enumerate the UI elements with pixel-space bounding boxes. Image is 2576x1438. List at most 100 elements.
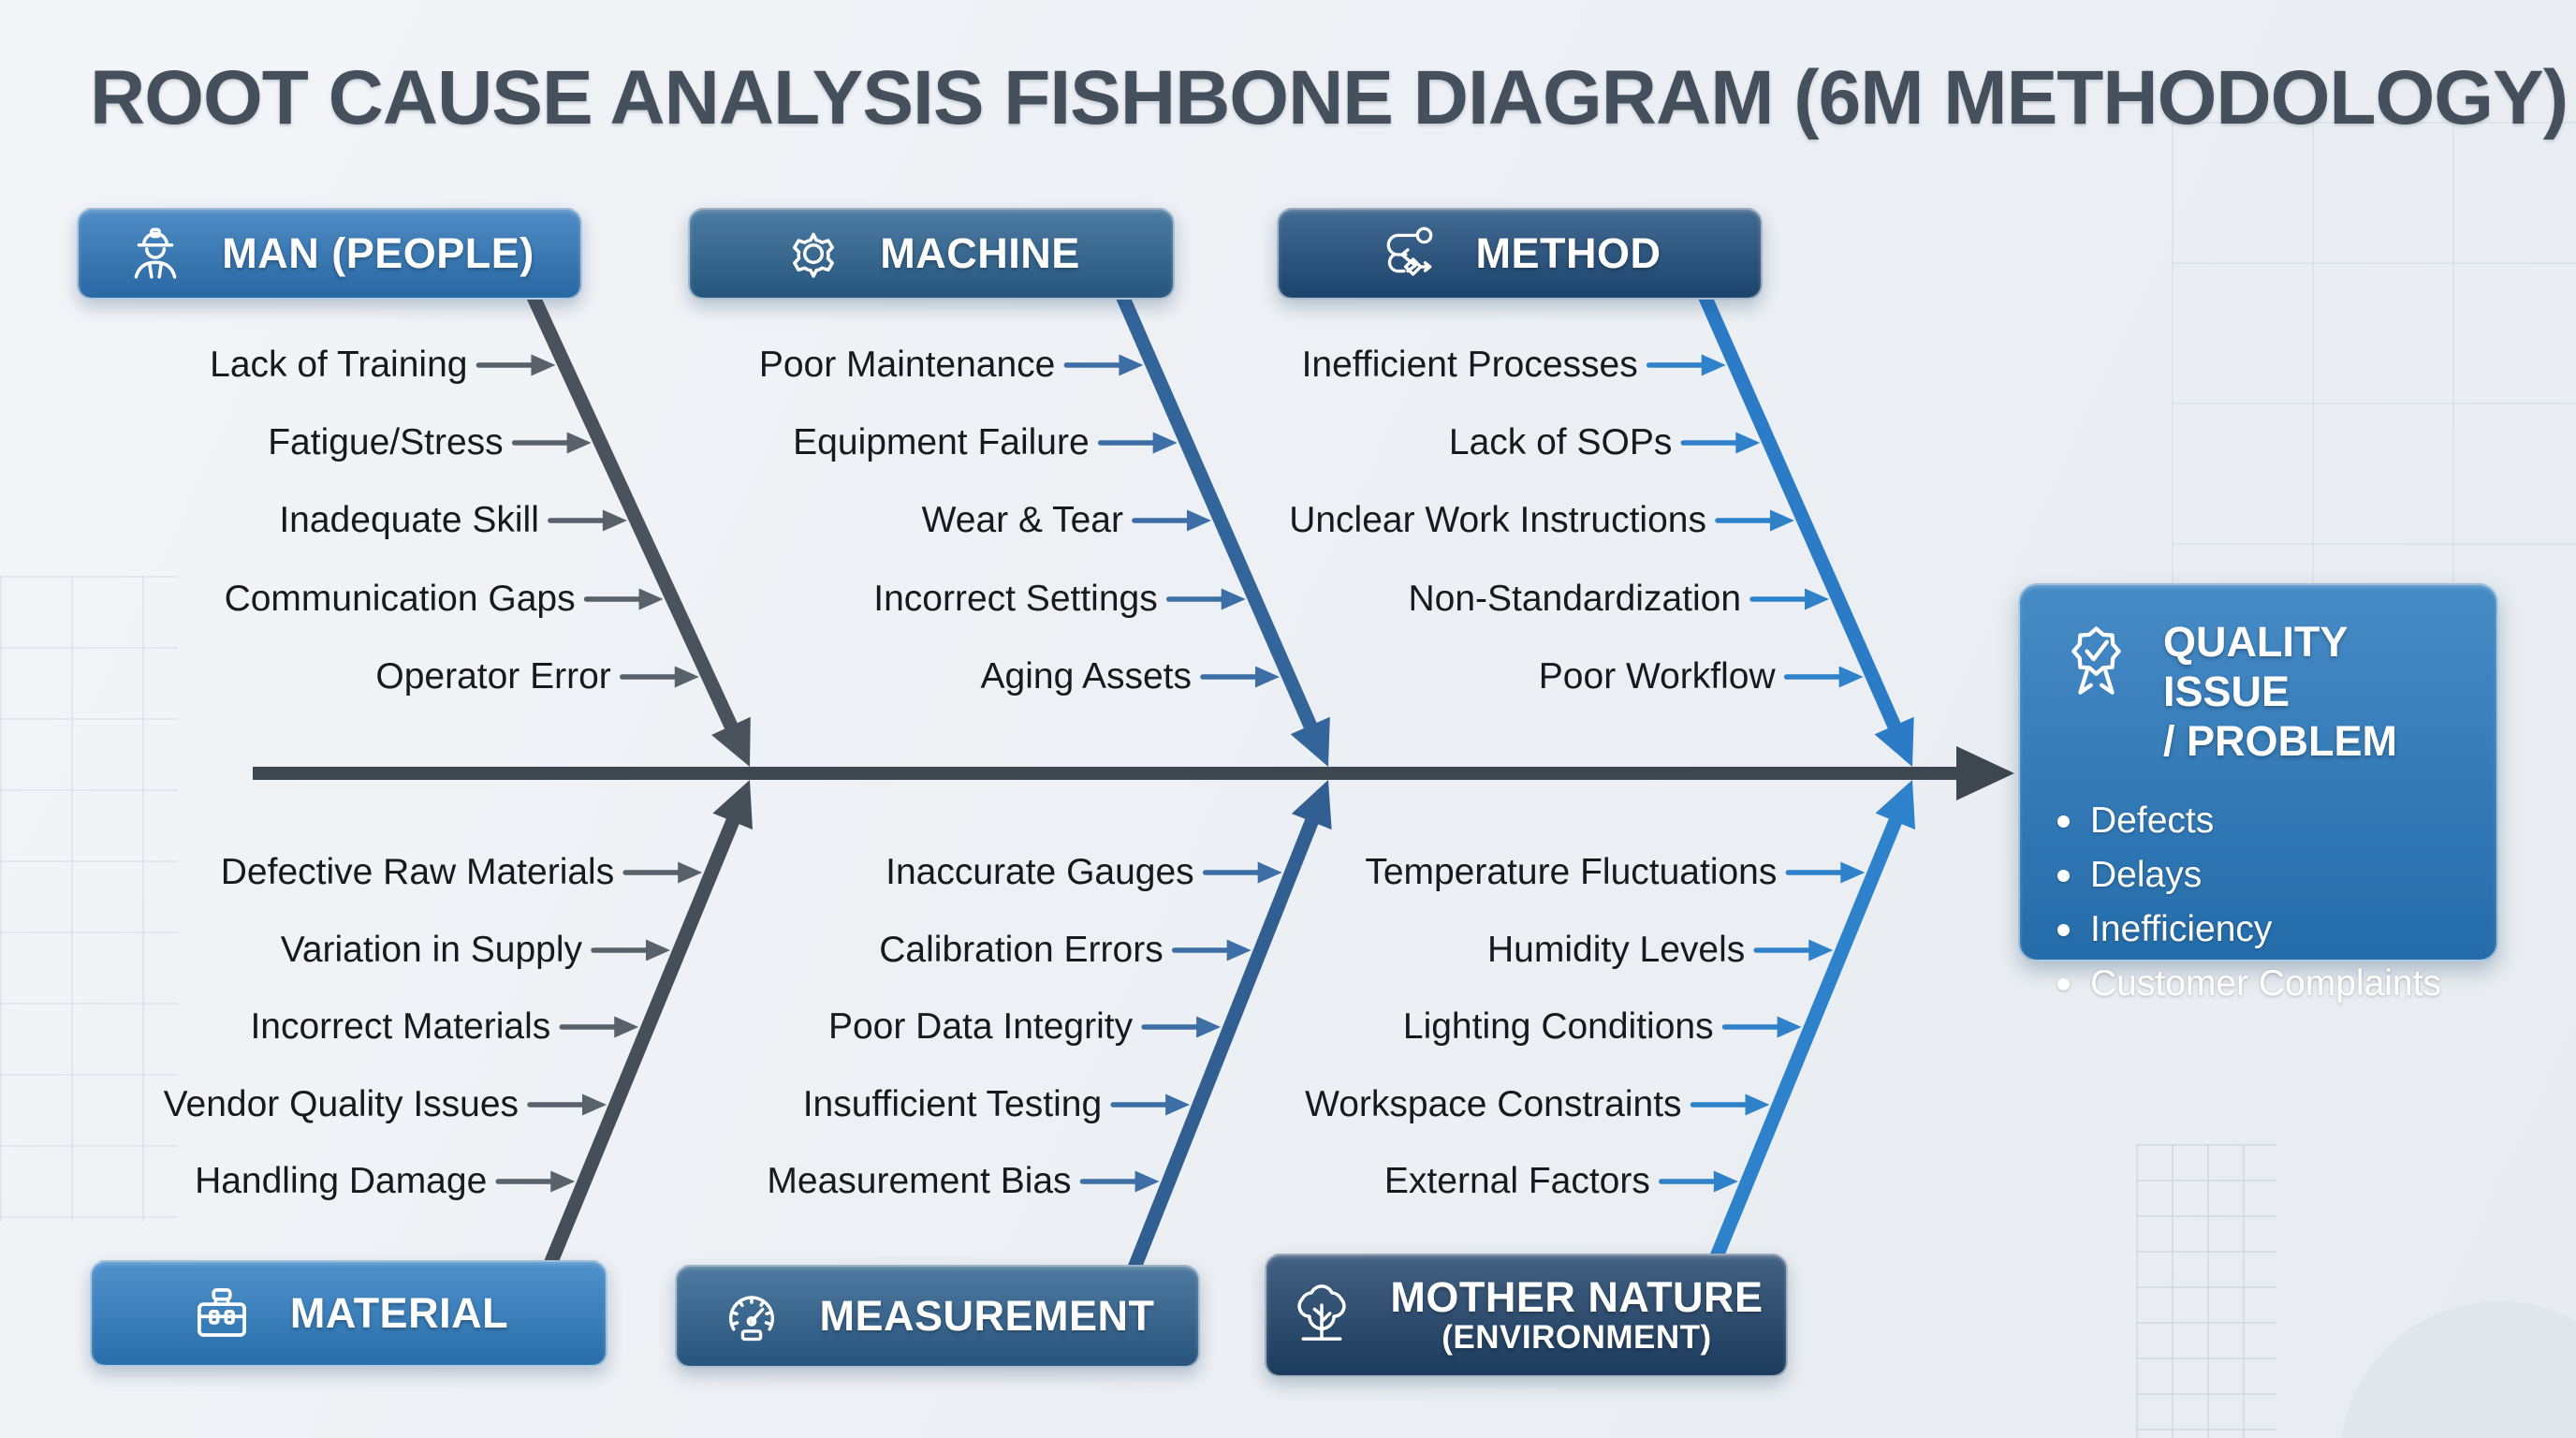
problem-item: Inefficiency bbox=[2057, 902, 2468, 957]
page-title: ROOT CAUSE ANALYSIS FISHBONE DIAGRAM (6M… bbox=[90, 55, 2569, 140]
category-header-machine: MACHINE bbox=[688, 208, 1175, 300]
bone-machine bbox=[1108, 273, 1321, 740]
bone-arrowhead-material bbox=[712, 780, 753, 830]
gear-icon bbox=[793, 232, 835, 278]
category-label: MAN (PEOPLE) bbox=[222, 229, 534, 277]
cause-machine-3: Wear & Tear bbox=[921, 500, 1123, 540]
bone-measurement bbox=[1127, 807, 1322, 1275]
worker-icon bbox=[134, 227, 177, 279]
cause-arrowhead-icon bbox=[1745, 1093, 1770, 1116]
bone-man bbox=[519, 273, 741, 741]
cause-arrowhead-icon bbox=[1805, 588, 1830, 610]
problem-item: Delays bbox=[2057, 848, 2468, 902]
cause-arrowhead-icon bbox=[638, 588, 664, 610]
cause-arrowhead-icon bbox=[1838, 666, 1864, 688]
cause-measurement-4: Insufficient Testing bbox=[802, 1084, 1103, 1124]
bone-arrowhead-method bbox=[1874, 716, 1914, 767]
category-header-measurement: MEASUREMENT bbox=[675, 1265, 1200, 1368]
spine-arrowhead bbox=[1956, 746, 2014, 800]
cause-arrowhead-icon bbox=[1221, 588, 1246, 610]
cause-arrowhead-icon bbox=[1840, 861, 1866, 884]
cause-measurement-2: Calibration Errors bbox=[879, 930, 1164, 970]
cause-measurement-5: Measurement Bias bbox=[767, 1161, 1072, 1201]
cause-arrowhead-icon bbox=[614, 1016, 639, 1038]
bullet-dot-icon bbox=[2057, 869, 2070, 882]
bullet-dot-icon bbox=[2057, 814, 2070, 828]
cause-man-3: Inadequate Skill bbox=[279, 500, 539, 540]
bone-arrowhead-machine bbox=[1290, 716, 1330, 767]
cause-arrowhead-icon bbox=[1713, 1170, 1738, 1193]
problem-item: Defects bbox=[2057, 794, 2468, 848]
cause-arrowhead-icon bbox=[1257, 861, 1282, 884]
cause-arrowhead-icon bbox=[1152, 432, 1178, 454]
cause-man-2: Fatigue/Stress bbox=[268, 422, 504, 462]
cause-measurement-3: Poor Data Integrity bbox=[827, 1006, 1134, 1047]
cause-arrowhead-icon bbox=[1735, 432, 1761, 454]
cause-measurement-1: Inaccurate Gauges bbox=[886, 852, 1194, 892]
category-label: MEASUREMENT bbox=[819, 1292, 1155, 1340]
category-header-mother-nature: MOTHER NATURE (ENVIRONMENT) bbox=[1265, 1254, 1788, 1377]
cause-method-2: Lack of SOPs bbox=[1448, 422, 1673, 462]
cause-arrowhead-icon bbox=[1255, 666, 1281, 688]
cause-material-5: Handling Damage bbox=[195, 1161, 488, 1201]
category-label: MACHINE bbox=[880, 229, 1080, 277]
category-label: METHOD bbox=[1475, 229, 1661, 277]
cause-man-4: Communication Gaps bbox=[224, 579, 576, 619]
cause-arrowhead-icon bbox=[1186, 509, 1211, 532]
cause-method-4: Non-Standardization bbox=[1408, 579, 1742, 619]
cause-material-1: Defective Raw Materials bbox=[220, 852, 615, 892]
cause-arrowhead-icon bbox=[566, 432, 592, 454]
cause-machine-1: Poor Maintenance bbox=[758, 345, 1056, 385]
cause-method-1: Inefficient Processes bbox=[1301, 345, 1638, 385]
cause-arrowhead-icon bbox=[1226, 939, 1251, 961]
category-header-man: MAN (PEOPLE) bbox=[77, 208, 582, 300]
cause-arrowhead-icon bbox=[531, 354, 556, 376]
bullet-dot-icon bbox=[2057, 923, 2070, 936]
cause-method-3: Unclear Work Instructions bbox=[1289, 500, 1706, 540]
cause-arrowhead-icon bbox=[602, 509, 627, 532]
cause-arrowhead-icon bbox=[678, 861, 703, 884]
cause-machine-4: Incorrect Settings bbox=[873, 579, 1158, 619]
category-label: MATERIAL bbox=[289, 1289, 509, 1337]
cause-arrowhead-icon bbox=[1701, 354, 1726, 376]
cause-method-5: Poor Workflow bbox=[1538, 656, 1776, 697]
cause-mother_nature-1: Temperature Fluctuations bbox=[1365, 852, 1778, 892]
problem-item: Customer Complaints bbox=[2057, 957, 2468, 1011]
cause-mother_nature-3: Lighting Conditions bbox=[1402, 1006, 1714, 1047]
cause-man-5: Operator Error bbox=[375, 656, 611, 697]
cause-man-1: Lack of Training bbox=[210, 345, 468, 385]
cause-material-3: Incorrect Materials bbox=[250, 1006, 551, 1047]
cause-material-4: Vendor Quality Issues bbox=[163, 1084, 520, 1124]
cause-arrowhead-icon bbox=[1119, 354, 1144, 376]
bone-method bbox=[1690, 273, 1905, 740]
category-label: MOTHER NATURE bbox=[1390, 1272, 1764, 1321]
problem-list: Defects Delays Inefficiency Customer Com… bbox=[2057, 794, 2468, 1011]
category-header-material: MATERIAL bbox=[90, 1260, 607, 1367]
cause-arrowhead-icon bbox=[674, 666, 699, 688]
cause-arrowhead-icon bbox=[1808, 939, 1834, 961]
cause-arrowhead-icon bbox=[1777, 1016, 1802, 1038]
cause-mother_nature-2: Humidity Levels bbox=[1487, 930, 1746, 970]
category-header-method: METHOD bbox=[1277, 208, 1763, 300]
bone-arrowhead-mother_nature bbox=[1875, 780, 1916, 830]
cause-arrowhead-icon bbox=[1196, 1016, 1222, 1038]
category-sublabel: (ENVIRONMENT) bbox=[1442, 1319, 1712, 1357]
quality-badge-icon bbox=[2071, 626, 2121, 695]
tree-icon bbox=[1297, 1284, 1347, 1341]
cause-arrowhead-icon bbox=[582, 1093, 607, 1116]
gauge-icon bbox=[729, 1296, 775, 1342]
cause-arrowhead-icon bbox=[1769, 509, 1794, 532]
problem-title: QUALITY ISSUE / PROBLEM bbox=[2162, 618, 2397, 766]
workflow-icon bbox=[1386, 227, 1432, 276]
bone-mother_nature bbox=[1709, 807, 1906, 1264]
bullet-dot-icon bbox=[2057, 977, 2070, 990]
bone-arrowhead-measurement bbox=[1291, 780, 1332, 830]
bone-material bbox=[543, 807, 743, 1271]
cause-machine-5: Aging Assets bbox=[980, 656, 1193, 697]
cause-arrowhead-icon bbox=[1165, 1093, 1191, 1116]
bone-arrowhead-man bbox=[711, 716, 751, 767]
cause-arrowhead-icon bbox=[550, 1170, 576, 1193]
cause-material-2: Variation in Supply bbox=[280, 930, 583, 970]
